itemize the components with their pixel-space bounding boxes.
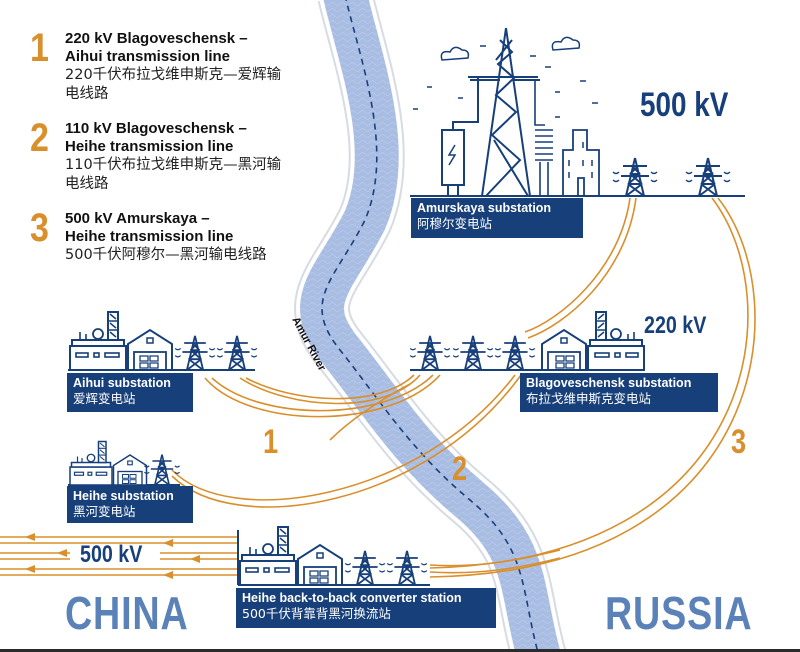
voltage-label-500kv-export: 500 kV <box>80 541 143 568</box>
label-en: Amurskaya substation <box>417 201 552 215</box>
tower-icon <box>452 334 494 371</box>
tower-icon <box>409 334 451 371</box>
legend-title-en: Aihui transmission line <box>65 48 231 65</box>
legend-title-en: Heihe transmission line <box>65 138 234 155</box>
amurskaya-to-blagoveschensk-line <box>329 197 637 441</box>
country-label-china: CHINA <box>65 587 189 639</box>
label-zh: 爱辉变电站 <box>73 391 136 406</box>
border-line <box>321 0 539 652</box>
converter-factory-icon <box>239 526 343 586</box>
heihe-factory-icon <box>69 440 148 486</box>
label-en: Heihe substation <box>73 489 174 503</box>
tower-icon <box>685 157 731 197</box>
tower-icon <box>174 334 216 371</box>
converter-output-lines <box>429 549 561 574</box>
voltage-label-500kv-amurskaya: 500 kV <box>640 86 729 124</box>
tower-icon <box>216 334 258 371</box>
legend-title-zh: 110千伏布拉戈维申斯克—黑河输 <box>65 157 282 173</box>
transmission-line-3 <box>429 197 756 578</box>
amurskaya-illustration <box>410 27 745 197</box>
bottom-strip <box>0 649 800 652</box>
aihui-factory-icon <box>69 311 173 371</box>
heihe-converter-station-label: Heihe back-to-back converter station 500… <box>236 588 496 628</box>
label-en: Blagoveschensk substation <box>526 376 692 390</box>
sky-dashes <box>413 45 598 118</box>
legend-title-zh: 220千伏布拉戈维申斯克—爱辉输 <box>65 67 282 83</box>
transmission-line-2 <box>171 374 522 508</box>
export-lines <box>0 536 238 576</box>
tower-icon <box>494 334 536 371</box>
legend-number: 1 <box>30 26 49 70</box>
legend-title-zh: 500千伏阿穆尔—黑河输电线路 <box>65 247 267 263</box>
amurskaya-substation-label: Amurskaya substation 阿穆尔变电站 <box>411 198 583 238</box>
legend-number: 3 <box>30 206 49 250</box>
line-number-2: 2 <box>452 450 468 488</box>
legend-title-en: 220 kV Blagoveschensk – <box>65 30 248 47</box>
blagoveschensk-factory-icon <box>541 311 645 371</box>
label-zh: 黑河变电站 <box>73 504 136 519</box>
line-number-3: 3 <box>731 423 747 461</box>
label-en: Heihe back-to-back converter station <box>242 591 462 605</box>
legend-title-en: Heihe transmission line <box>65 228 234 245</box>
legend-title-en: 110 kV Blagoveschensk – <box>65 120 247 137</box>
voltage-label-220kv: 220 kV <box>644 312 707 339</box>
arrow-left-icons <box>25 533 200 579</box>
tower-icon <box>143 453 181 486</box>
country-label-russia: RUSSIA <box>605 587 753 639</box>
aihui-substation-label: Aihui substation 爱辉变电站 <box>67 373 193 412</box>
label-zh: 500千伏背靠背黑河换流站 <box>242 606 391 621</box>
tower-icon <box>612 157 658 197</box>
line-number-1: 1 <box>263 423 279 461</box>
tower-icon <box>344 549 386 586</box>
tower-icon <box>386 549 428 586</box>
transmission-line-1 <box>204 374 441 418</box>
legend-title-zh: 电线路 <box>65 176 109 192</box>
label-en: Aihui substation <box>73 376 171 390</box>
label-zh: 布拉戈维申斯克变电站 <box>526 391 652 406</box>
heihe-substation-label: Heihe substation 黑河变电站 <box>67 486 193 523</box>
blagoveschensk-substation-label: Blagoveschensk substation 布拉戈维申斯克变电站 <box>520 373 718 412</box>
legend-number: 2 <box>30 116 49 160</box>
legend-title-zh: 电线路 <box>65 86 109 102</box>
label-zh: 阿穆尔变电站 <box>417 216 493 231</box>
legend-title-en: 500 kV Amurskaya – <box>65 210 210 227</box>
